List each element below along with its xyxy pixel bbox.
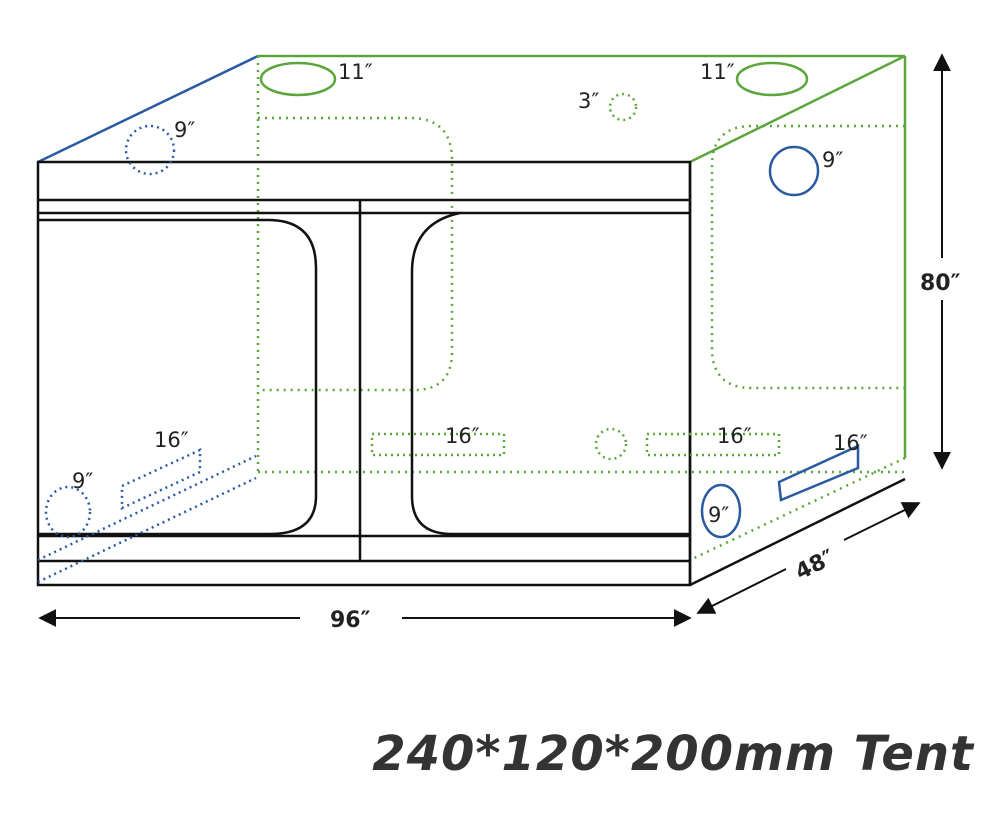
right-upper-port (768, 145, 820, 197)
right-side-vent (777, 444, 860, 502)
back-frame (258, 54, 907, 458)
top-left-vent-label: 11″ (338, 60, 373, 84)
back-vent-left-label: 16″ (445, 424, 480, 448)
top-small-port-label: 3″ (578, 89, 599, 113)
ports (44, 61, 860, 539)
right-upper-port-label: 9″ (822, 148, 843, 172)
back-vent-right-label: 16″ (717, 424, 752, 448)
left-vent (120, 448, 202, 510)
depth-dimension: 48″ (792, 545, 839, 585)
right-lower-port (700, 483, 742, 539)
back-vent-left (370, 432, 506, 457)
left-wall-hidden-edges (37, 454, 257, 584)
depth-arrow-front (696, 568, 787, 614)
top-right-vent-label: 11″ (700, 60, 735, 84)
depth-arrow-back (843, 502, 921, 541)
caption-title: 240*120*200mm Tent (372, 726, 974, 782)
front-face (36, 160, 692, 587)
left-roof-port-label: 9″ (174, 118, 195, 142)
dimension-arrows (38, 53, 951, 627)
right-side-vent-label: 16″ (833, 431, 868, 455)
width-dimension: 96″ (330, 608, 371, 633)
back-vent-right (645, 432, 781, 457)
height-dimension: 80″ (920, 271, 961, 296)
back-center-port (594, 427, 628, 461)
top-right-vent (735, 61, 809, 97)
left-roof-port (124, 124, 176, 176)
left-lower-port-label: 9″ (72, 469, 93, 493)
right-lower-port-label: 9″ (708, 503, 729, 527)
back-wall-hidden-edges (256, 56, 906, 562)
left-vent-label: 16″ (154, 428, 189, 452)
top-small-port (608, 92, 638, 122)
roof-left-edge (37, 54, 259, 164)
top-left-vent (259, 61, 337, 97)
left-lower-port (44, 485, 92, 539)
right-side-face (688, 162, 906, 587)
